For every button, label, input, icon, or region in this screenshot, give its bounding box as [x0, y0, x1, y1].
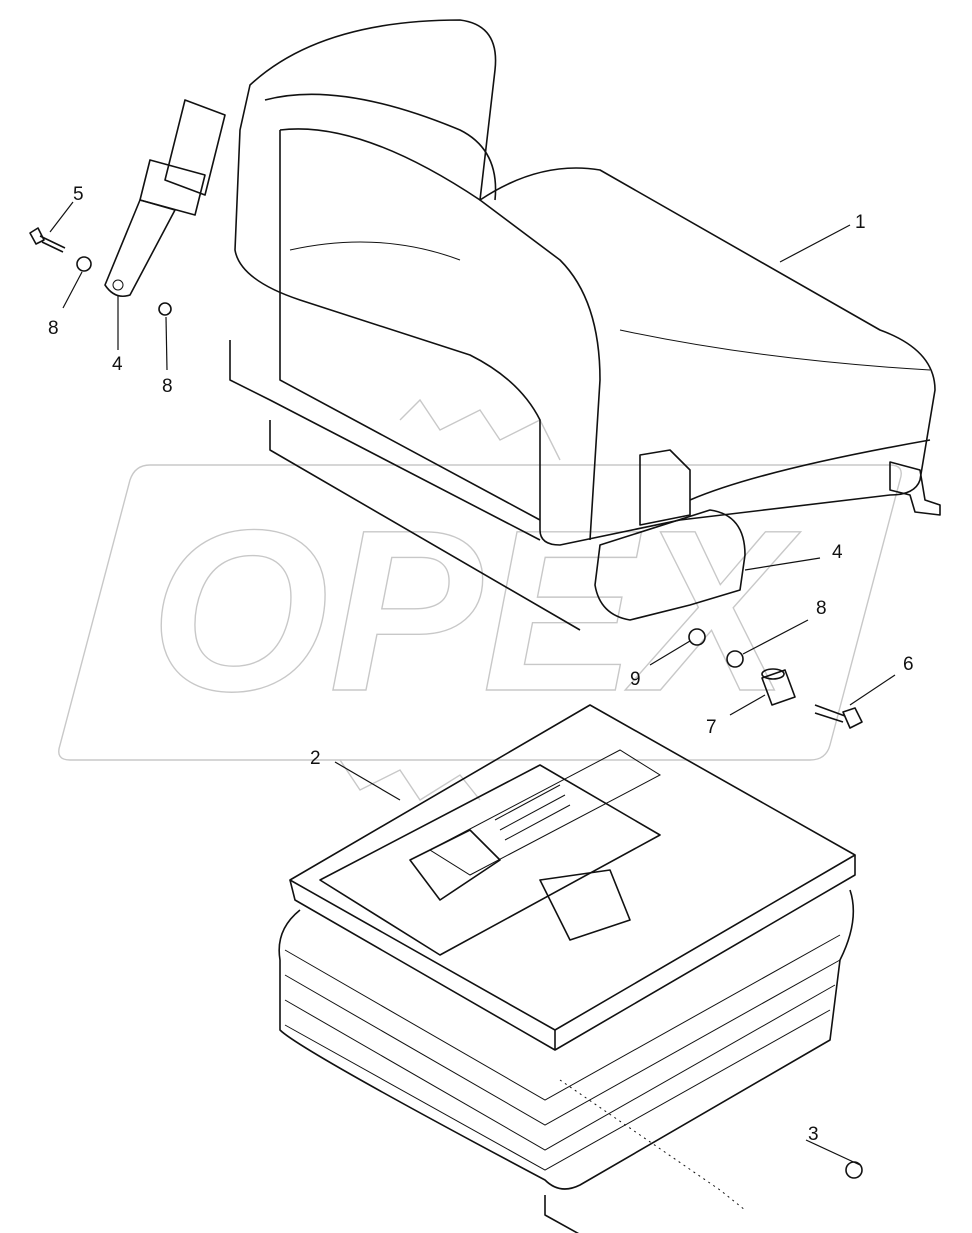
opex-watermark: OPEX — [58, 398, 902, 801]
spacer-7 — [761, 668, 796, 706]
nut-9 — [688, 628, 706, 646]
watermark-text: OPEX — [150, 482, 801, 739]
callout-4-belt: 4 — [112, 354, 123, 375]
leader-lines — [49, 201, 896, 1166]
callout-4-latch: 4 — [832, 542, 843, 563]
washer-8a — [76, 256, 92, 272]
callout-5: 5 — [73, 184, 84, 205]
callout-8-mid: 8 — [162, 376, 173, 397]
callout-3: 3 — [808, 1124, 819, 1145]
assembly-dotted-line — [559, 1079, 746, 1211]
suspension-base — [278, 704, 856, 1233]
bolt-6 — [814, 704, 863, 729]
callout-1: 1 — [855, 212, 866, 233]
washer-8b — [158, 302, 172, 316]
callout-7: 7 — [706, 717, 717, 738]
callout-8-left: 8 — [48, 318, 59, 339]
seat-belt-latch — [594, 509, 746, 621]
callout-6: 6 — [903, 654, 914, 675]
washer-8c — [726, 650, 744, 668]
bolt-5 — [29, 227, 66, 253]
callout-2: 2 — [310, 748, 321, 769]
seat-belt-buckle — [104, 99, 226, 298]
callout-labels: 1 2 3 4 4 5 6 7 8 8 8 9 — [48, 184, 914, 1145]
seat-cushion-assembly — [229, 19, 941, 631]
callout-9: 9 — [630, 669, 641, 690]
callout-8-right: 8 — [816, 598, 827, 619]
